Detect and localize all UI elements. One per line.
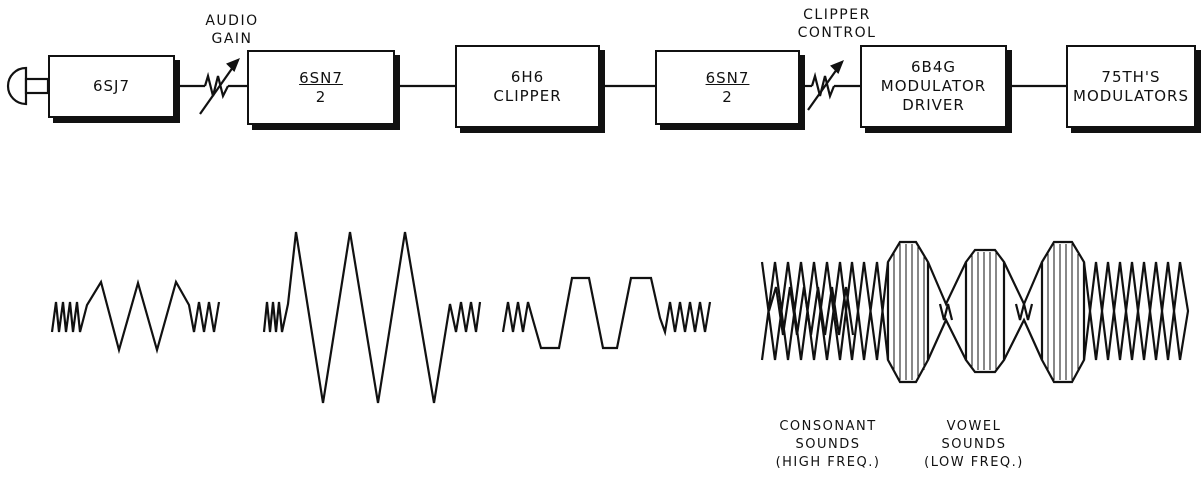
input-waveform (50, 278, 221, 355)
microphone-icon (6, 66, 50, 106)
block-6sn7-second-numerator: 6SN7 (705, 68, 750, 87)
block-6sj7: 6SJ7 (48, 55, 175, 118)
clipper-control-line1: CLIPPER (803, 7, 871, 23)
vowel-line3: (LOW FREQ.) (924, 455, 1024, 470)
vowel-sounds-caption: VOWEL SOUNDS (LOW FREQ.) (914, 418, 1034, 472)
block-6sn7-first: 6SN7 2 (247, 50, 395, 125)
block-75th-modulators: 75TH'S MODULATORS (1066, 45, 1196, 128)
modulated-envelope-waveform (760, 240, 1190, 384)
vowel-line2: SOUNDS (941, 437, 1007, 452)
block-6sj7-label: 6SJ7 (92, 77, 131, 95)
block-6sn7-second-denominator: 2 (722, 87, 733, 106)
audio-gain-line2: GAIN (211, 31, 253, 47)
audio-gain-resistor-icon (199, 58, 240, 115)
clipper-control-resistor-icon (807, 60, 844, 111)
block-6h6-line2: CLIPPER (493, 86, 562, 105)
clipper-control-label: CLIPPER CONTROL (782, 6, 892, 42)
block-6b4g-line1: 6B4G (910, 58, 956, 76)
block-6b4g-modulator-driver: 6B4G MODULATOR DRIVER (860, 45, 1007, 128)
block-75th-line2: MODULATORS (1073, 86, 1189, 105)
block-75th-line1: 75TH'S (1101, 67, 1161, 86)
amplified-waveform (262, 231, 482, 404)
audio-gain-label: AUDIO GAIN (192, 12, 272, 48)
block-6b4g-line3: DRIVER (902, 96, 965, 114)
consonant-sounds-caption: CONSONANT SOUNDS (HIGH FREQ.) (768, 418, 888, 472)
consonant-line3: (HIGH FREQ.) (775, 455, 881, 470)
block-6sn7-first-denominator: 2 (315, 87, 327, 106)
block-6sn7-first-numerator: 6SN7 (299, 68, 343, 87)
consonant-line2: SOUNDS (795, 437, 861, 452)
vowel-line1: VOWEL (946, 419, 1002, 434)
block-6sn7-second: 6SN7 2 (655, 50, 800, 125)
audio-gain-line1: AUDIO (205, 13, 259, 29)
consonant-line1: CONSONANT (779, 419, 877, 434)
block-6b4g-line2: MODULATOR (880, 77, 987, 95)
clipper-control-line2: CONTROL (797, 25, 877, 41)
block-6h6-clipper: 6H6 CLIPPER (455, 45, 600, 128)
block-6h6-line1: 6H6 (510, 67, 545, 86)
clipped-waveform (501, 276, 712, 350)
